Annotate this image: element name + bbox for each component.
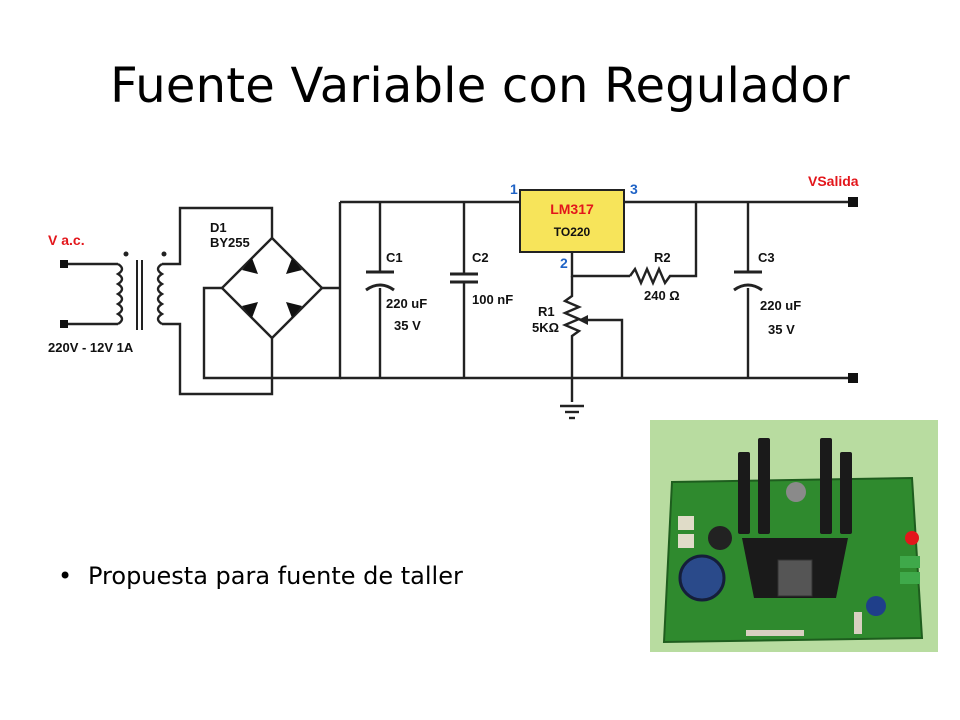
r2-value: 240 Ω — [644, 288, 680, 303]
r1-ref: R1 — [538, 304, 555, 319]
c1-curved-plate — [365, 283, 395, 292]
c2-ref: C2 — [472, 250, 489, 265]
input-wires — [68, 262, 118, 326]
r2-resistor — [629, 202, 698, 287]
bullet-item: • Propuesta para fuente de taller — [58, 562, 463, 590]
diode-component — [746, 630, 804, 636]
c3-voltage: 35 V — [768, 322, 795, 337]
c3-curved-plate — [733, 283, 763, 292]
transformer-symbol — [115, 251, 167, 330]
r1-value: 5KΩ — [532, 320, 559, 335]
pin-3-label: 3 — [630, 181, 638, 197]
pin-2-label: 2 — [560, 255, 568, 271]
regulator-component — [777, 559, 813, 597]
capacitor-small — [866, 596, 886, 616]
c3-ref: C3 — [758, 250, 775, 265]
pcb-photo — [650, 420, 938, 652]
output-terminal-ground — [848, 373, 858, 383]
transformer-out-top — [162, 206, 274, 266]
output-terminal-positive — [848, 197, 858, 207]
r2-ref: R2 — [654, 250, 671, 265]
input-terminal-top — [60, 260, 68, 268]
c1-ref: C1 — [386, 250, 403, 265]
slide-title: Fuente Variable con Regulador — [110, 58, 850, 114]
c3-value: 220 uF — [760, 298, 801, 313]
terminal-block-left — [678, 516, 694, 548]
resistor-component — [854, 612, 862, 634]
bullet-icon: • — [58, 562, 73, 590]
capacitor-large — [678, 554, 726, 602]
r1-potentiometer — [561, 276, 583, 402]
c2-value: 100 nF — [472, 292, 513, 307]
regulator-part: LM317 — [550, 201, 594, 217]
regulator-package: TO220 — [554, 225, 591, 239]
bridge-rectifier — [220, 236, 324, 340]
bridge-ref: D1 — [210, 220, 227, 235]
pin-1-label: 1 — [510, 181, 518, 197]
adjust-wire — [570, 252, 630, 278]
potentiometer-component — [708, 526, 732, 550]
circuit-schematic: V a.c. 220V - 12V 1A D1 BY255 C1 220 uF … — [48, 173, 859, 420]
ground-icon — [560, 404, 584, 420]
c1-value: 220 uF — [386, 296, 427, 311]
input-label: V a.c. — [48, 232, 85, 248]
terminal-block-right — [900, 556, 920, 584]
input-terminal-bottom — [60, 320, 68, 328]
r1-wiper-arrow — [578, 315, 588, 325]
bridge-part: BY255 — [210, 235, 250, 250]
bullet-text: Propuesta para fuente de taller — [88, 562, 463, 590]
r1-wiper-wire — [586, 318, 624, 378]
transformer-label: 220V - 12V 1A — [48, 340, 134, 355]
lm317-regulator — [519, 189, 625, 253]
led-red — [905, 531, 919, 545]
output-label: VSalida — [808, 173, 859, 189]
transformer-out-bottom — [162, 322, 274, 396]
bridge-negative — [202, 202, 342, 380]
c1-voltage: 35 V — [394, 318, 421, 333]
